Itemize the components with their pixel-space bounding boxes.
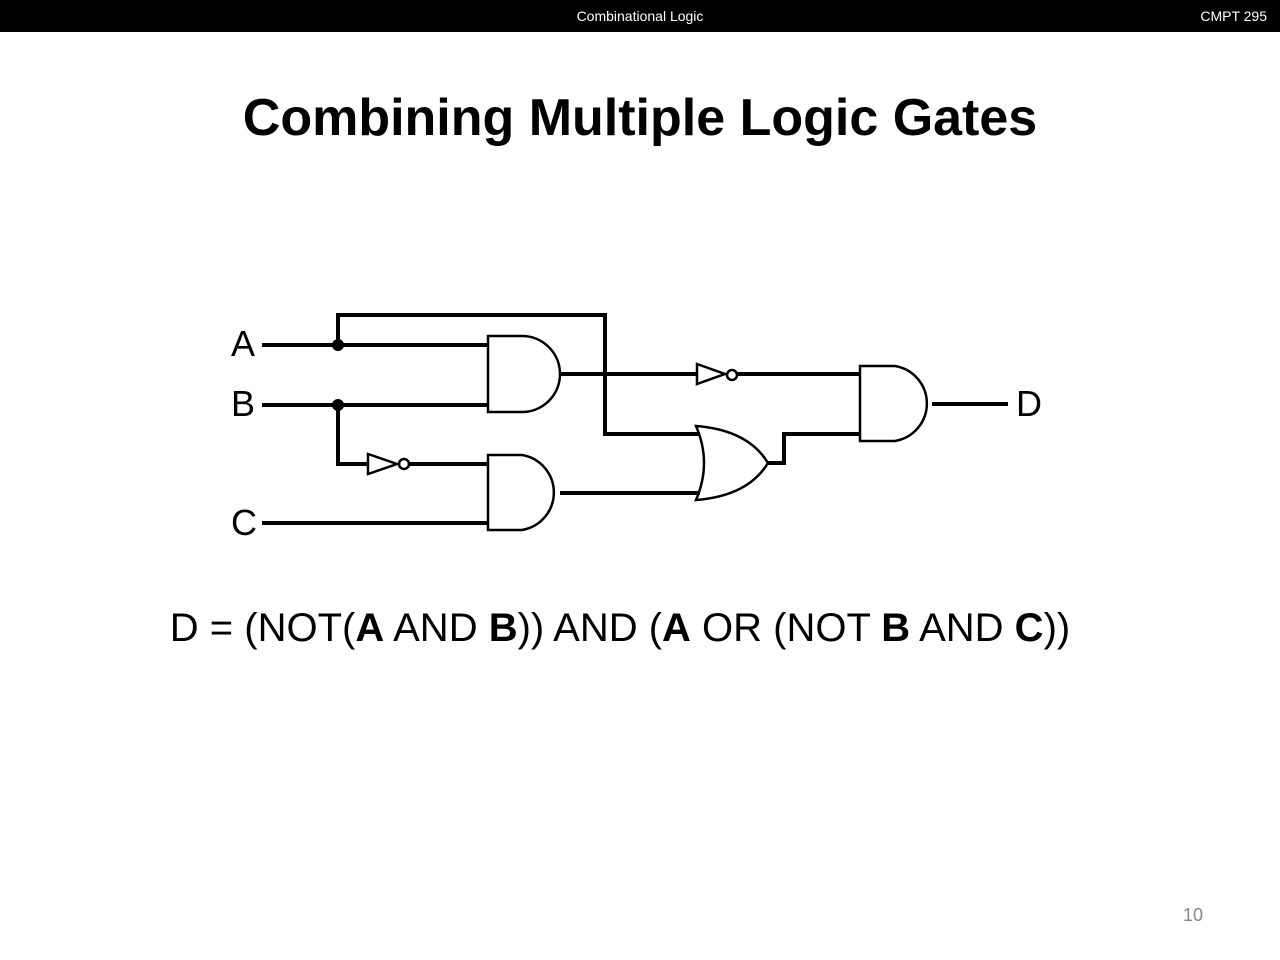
header-section-title: Combinational Logic xyxy=(576,8,704,24)
eq-var-b: B xyxy=(881,606,911,650)
eq-text: OR (NOT xyxy=(690,606,882,650)
header-course: CMPT 295 xyxy=(1200,8,1267,24)
boolean-equation: D = (NOT(A AND B)) AND (A OR (NOT B AND … xyxy=(0,606,1240,651)
eq-var-a: A xyxy=(662,606,691,650)
not-gate-2 xyxy=(366,452,401,476)
eq-var-a: A xyxy=(355,606,385,650)
eq-text: )) xyxy=(1043,606,1071,650)
junction-b xyxy=(332,399,344,411)
eq-text: AND xyxy=(384,606,489,650)
and-gate-1 xyxy=(486,334,562,414)
eq-var-c: C xyxy=(1014,606,1044,650)
not-gate-1-bubble xyxy=(725,368,739,382)
and-gate-3 xyxy=(858,364,929,443)
not-gate-2-bubble xyxy=(397,457,411,471)
junction-a xyxy=(332,339,344,351)
wires xyxy=(262,313,1008,525)
eq-text: )) AND ( xyxy=(517,606,663,650)
eq-var-b: B xyxy=(488,606,518,650)
slide-title: Combining Multiple Logic Gates xyxy=(242,89,1038,147)
output-label-d: D xyxy=(1016,383,1042,424)
input-label-c: C xyxy=(231,502,257,543)
page-number: 10 xyxy=(1182,905,1203,925)
input-label-a: A xyxy=(231,323,256,364)
or-gate xyxy=(694,424,770,502)
header-bar: Combinational Logic CMPT 295 xyxy=(0,0,1280,32)
not-gate-1 xyxy=(695,362,729,386)
eq-text: AND xyxy=(910,606,1015,650)
input-label-b: B xyxy=(231,383,256,424)
and-gate-2 xyxy=(486,453,556,532)
eq-text: D = (NOT( xyxy=(169,606,356,650)
